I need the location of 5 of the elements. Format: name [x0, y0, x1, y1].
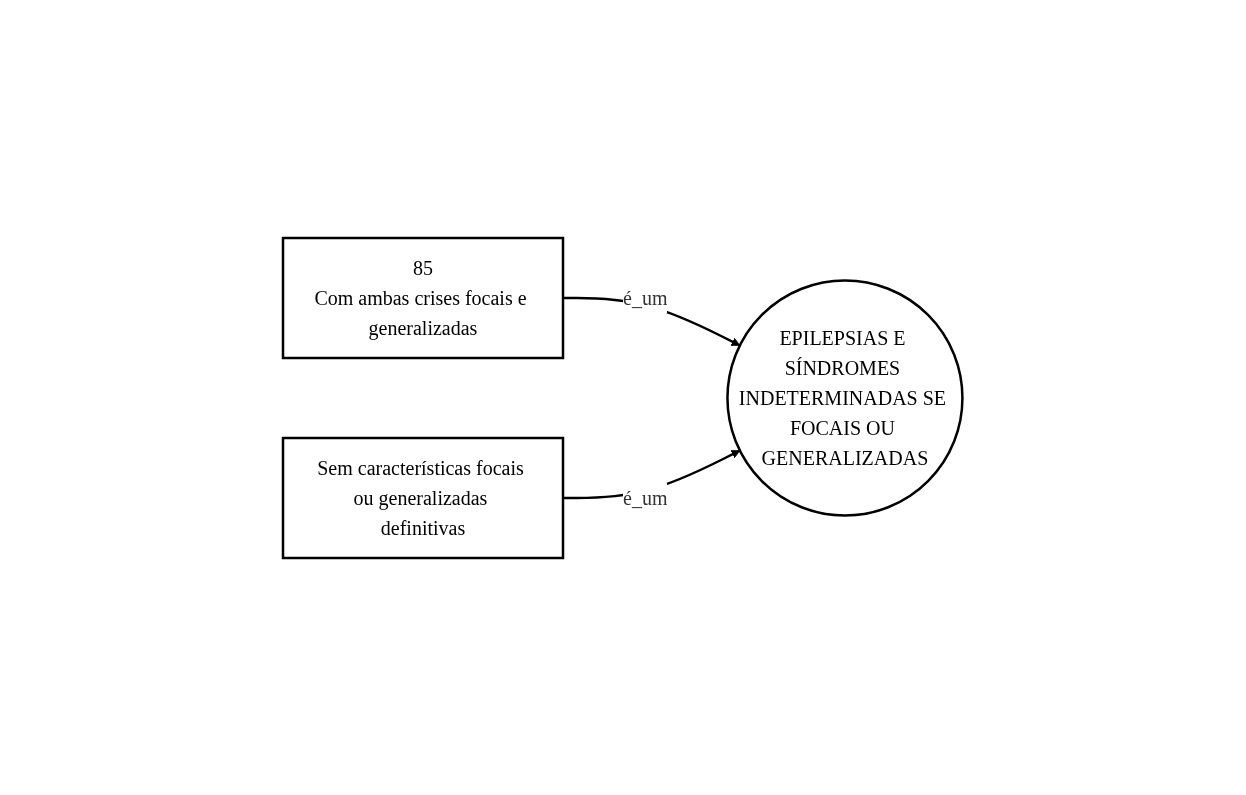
node-circle: EPILEPSIAS E SÍNDROMES INDETERMINADAS SE FOCAIS OU GENERALIZADAS	[726, 278, 964, 517]
edge-label: é_um	[623, 486, 668, 509]
node-box: Sem características focais ou generalizadas definitivas	[282, 436, 565, 559]
edge-label: é_um	[623, 286, 668, 309]
node-box: 85 Com ambas crises focais e generalizadas	[282, 236, 565, 359]
